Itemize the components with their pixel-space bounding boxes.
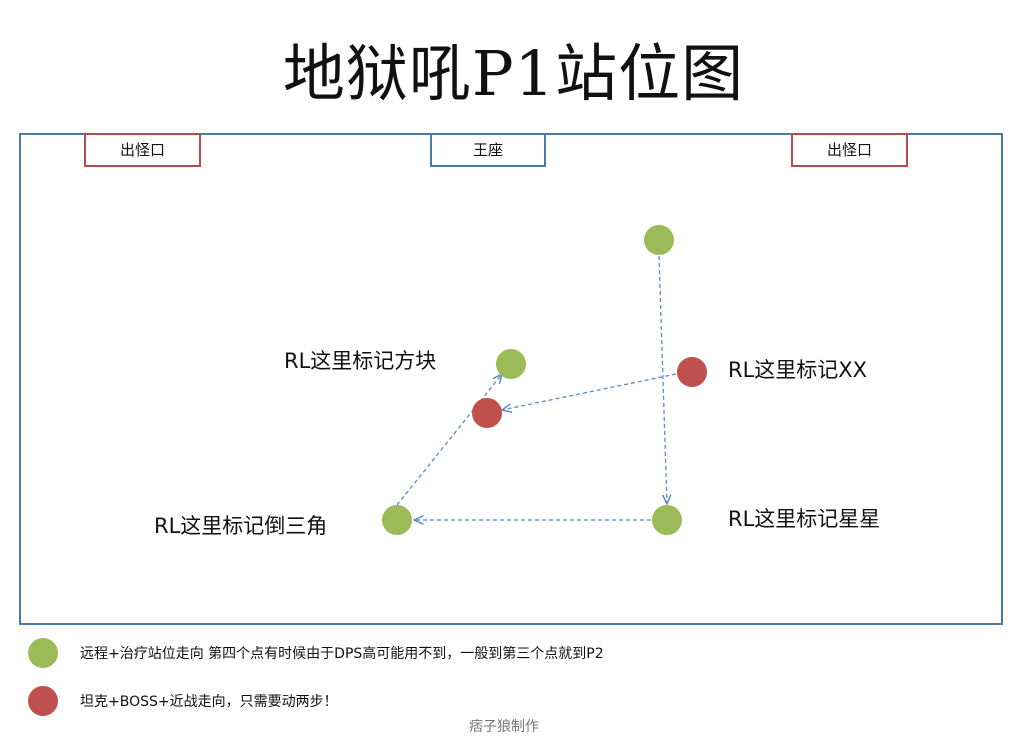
spawn-point-right: 出怪口 bbox=[791, 133, 908, 167]
marker-label-triangle: RL这里标记倒三角 bbox=[154, 514, 328, 538]
legend-red-text: 坦克+BOSS+近战走向，只需要动两步！ bbox=[80, 694, 338, 710]
red-position-xx bbox=[677, 357, 707, 387]
red-dot-icon bbox=[28, 686, 58, 716]
marker-label-square: RL这里标记方块 bbox=[284, 349, 437, 373]
spawn-point-left: 出怪口 bbox=[84, 133, 201, 167]
marker-label-star: RL这里标记星星 bbox=[728, 507, 881, 531]
green-position-square bbox=[496, 349, 526, 379]
green-position-star bbox=[652, 505, 682, 535]
legend-item-green: 远程+治疗站位走向 第四个点有时候由于DPS高可能用不到，一般到第三个点就到P2 bbox=[28, 638, 788, 670]
page-title: 地狱吼P1站位图 bbox=[282, 37, 745, 110]
legend-green-text: 远程+治疗站位走向 第四个点有时候由于DPS高可能用不到，一般到第三个点就到P2 bbox=[80, 646, 604, 662]
green-position-triangle bbox=[382, 505, 412, 535]
marker-label-xx: RL这里标记XX bbox=[728, 358, 868, 382]
green-position-start bbox=[644, 225, 674, 255]
path-green-1-to-2 bbox=[658, 255, 667, 504]
red-position-end bbox=[472, 398, 502, 428]
throne-label: 王座 bbox=[430, 133, 546, 167]
legend-item-red: 坦克+BOSS+近战走向，只需要动两步！ bbox=[28, 686, 528, 718]
path-red-1-to-2 bbox=[502, 373, 677, 410]
author-credit: 痞子狼制作 bbox=[469, 719, 539, 735]
green-dot-icon bbox=[28, 638, 58, 668]
path-green-3-to-4 bbox=[396, 374, 502, 506]
